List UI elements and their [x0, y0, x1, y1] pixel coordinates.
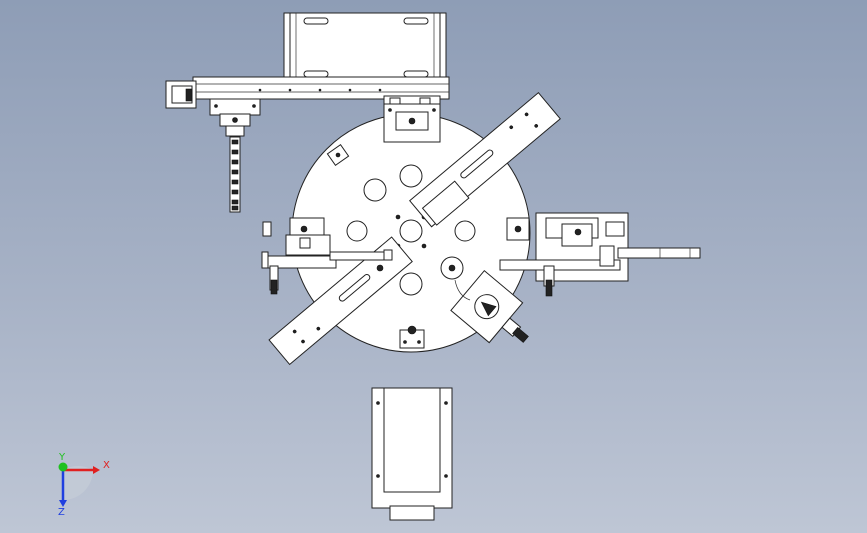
diagonal-arm-upper[interactable]	[409, 92, 562, 229]
sensor-bracket[interactable]	[326, 143, 350, 167]
left-clamp-assembly[interactable]	[261, 217, 393, 295]
right-clamp-assembly[interactable]	[499, 212, 701, 297]
z-axis-label: Z	[58, 507, 65, 518]
diagonal-arm-lower[interactable]	[268, 236, 413, 366]
x-axis-label: X	[103, 460, 110, 471]
y-axis-marker	[58, 462, 68, 472]
horizontal-linear-slide[interactable]	[165, 76, 450, 109]
bottom-mounting-frame[interactable]	[371, 387, 453, 521]
rotated-motor-block[interactable]	[450, 269, 543, 360]
y-axis-label: Y	[58, 452, 66, 463]
table-top-bracket[interactable]	[383, 103, 441, 143]
cable-chain	[229, 136, 241, 213]
coordinate-triad: X Y Z	[58, 452, 110, 518]
slide-carriage[interactable]	[209, 98, 261, 137]
table-bottom-bracket[interactable]	[399, 325, 425, 349]
